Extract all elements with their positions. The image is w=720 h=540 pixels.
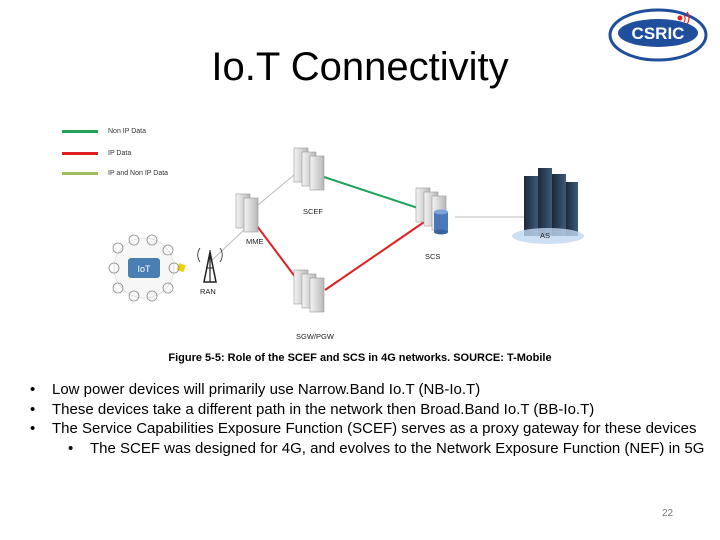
sgw-pgw-label: SGW/PGW	[296, 332, 334, 341]
scef-label: SCEF	[303, 207, 323, 216]
scef-server-icon	[294, 148, 324, 190]
as-label: AS	[540, 231, 550, 240]
page-number: 22	[662, 508, 673, 519]
scs-label: SCS	[425, 252, 440, 261]
ran-label: RAN	[200, 287, 216, 296]
bullet-list: Low power devices will primarily use Nar…	[30, 380, 710, 458]
iot-devices-icon: IoT	[109, 235, 179, 301]
bullet-item: Low power devices will primarily use Nar…	[30, 380, 710, 400]
link-sgw-scs	[325, 218, 430, 290]
link-mme-scef	[252, 170, 300, 210]
mme-label: MME	[246, 237, 264, 246]
mme-server-icon	[236, 194, 258, 232]
link-ran-mme	[210, 228, 246, 262]
scs-server-icon	[416, 188, 448, 235]
bullet-item: These devices take a different path in t…	[30, 400, 710, 420]
link-scef-scs	[318, 175, 430, 212]
sgw-pgw-server-icon	[294, 270, 324, 312]
sub-bullet-item: The SCEF was designed for 4G, and evolve…	[30, 439, 710, 459]
bullet-item: The Service Capabilities Exposure Functi…	[30, 419, 710, 439]
figure-caption: Figure 5-5: Role of the SCEF and SCS in …	[0, 352, 720, 364]
iot-label: IoT	[137, 264, 151, 274]
ran-tower-icon	[177, 248, 222, 282]
